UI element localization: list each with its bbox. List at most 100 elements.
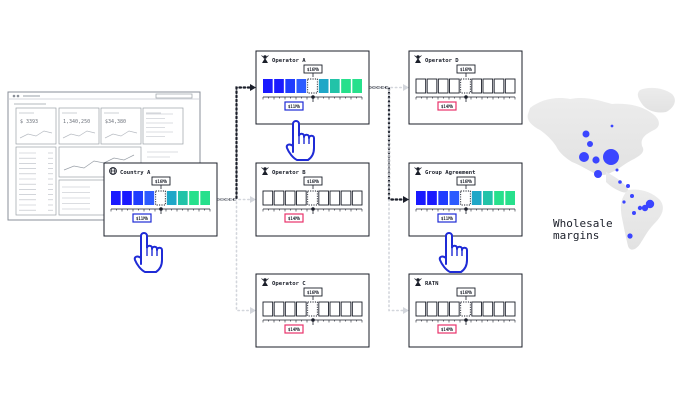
card-operator-a[interactable]: Operator A$16Mh$11Mh <box>255 50 370 125</box>
map-dot <box>632 211 636 215</box>
operator-icon <box>261 278 269 286</box>
bar-cell <box>415 78 427 94</box>
map-dot <box>579 152 589 162</box>
card-title: Operator C <box>272 281 306 287</box>
north-america-shape <box>527 97 659 175</box>
world-map: Wholesale margins <box>527 87 675 250</box>
operator-icon <box>261 55 269 63</box>
price-tag-value: $16Mh <box>307 67 320 72</box>
connector-country-a-to-operator-c <box>216 198 252 312</box>
bar-cell <box>483 191 493 205</box>
bar-cell <box>351 190 363 206</box>
margin-tag-value: $14Mh <box>441 104 454 109</box>
map-dot <box>587 141 593 147</box>
bar-cell <box>494 191 504 205</box>
bar-cell <box>416 191 426 205</box>
card-group-agreement[interactable]: Group Agreement$16Mh$11Mh <box>408 162 523 237</box>
bar-cell <box>166 191 177 205</box>
bar-cell <box>340 301 352 317</box>
connector-arrowhead <box>250 84 256 91</box>
pointer-hand-icon <box>438 232 468 273</box>
card-ratn[interactable]: RATN$16Mh$14Mh <box>408 273 523 348</box>
card-operator-c[interactable]: Operator C$16Mh$14Mh <box>255 273 370 348</box>
margin-tag <box>284 101 304 111</box>
bar-cell <box>426 301 438 317</box>
price-tag-value: $16Mh <box>460 67 473 72</box>
bar-cell <box>449 301 460 317</box>
bar-cell <box>144 191 155 205</box>
greenland-shape <box>637 87 675 113</box>
connector-operator-a-to-ratn <box>368 86 405 312</box>
map-dot <box>630 194 634 198</box>
bar-cell-selected <box>460 190 471 206</box>
bar-cell <box>504 78 516 94</box>
margin-tag <box>437 213 457 223</box>
card-operator-b[interactable]: Operator B$16Mh$14Mh <box>255 162 370 237</box>
bar-cell <box>318 79 329 93</box>
map-dot <box>594 170 602 178</box>
pointer-hand-icon <box>133 232 163 273</box>
map-dot <box>582 130 590 138</box>
card-title: Group Agreement <box>425 170 476 176</box>
margin-tag-value: $11Mh <box>136 216 149 221</box>
globe-icon <box>109 167 117 175</box>
bar-cell <box>296 301 307 317</box>
bar-cell <box>189 191 199 205</box>
bar-cell <box>330 79 340 93</box>
map-label-line1: Wholesale <box>553 217 613 230</box>
map-dot <box>615 168 619 172</box>
bar-cell <box>493 301 505 317</box>
bar-cell <box>352 79 362 93</box>
margin-tag <box>437 101 457 111</box>
bar-cell <box>471 191 482 205</box>
margin-tag <box>132 213 152 223</box>
kpi-card <box>15 107 57 145</box>
map-dot <box>622 200 626 204</box>
price-tag-value: $16Mh <box>155 179 168 184</box>
bar-cell-selected <box>307 301 318 317</box>
bar-cell <box>133 191 143 205</box>
map-dot <box>637 205 643 211</box>
bar-cell-selected <box>460 78 471 94</box>
card-operator-d[interactable]: Operator D$16Mh $14Mh <box>408 50 523 125</box>
margin-tag <box>284 324 304 334</box>
bar-cell <box>493 78 505 94</box>
connector-arrowhead <box>403 307 409 314</box>
map-dot <box>603 149 619 165</box>
bar-cell <box>178 191 188 205</box>
connector-arrowhead <box>250 307 256 314</box>
bar-cell <box>504 301 516 317</box>
kpi-value: $ 3393 <box>20 119 38 125</box>
card-title: Operator D <box>425 58 459 64</box>
bar-cell <box>427 191 437 205</box>
map-dot <box>645 199 655 209</box>
card-title: Operator A <box>272 58 306 64</box>
kpi-value: 1,340,250 <box>63 119 90 125</box>
operator-icon <box>414 278 422 286</box>
price-tag-value: $16Mh <box>307 290 320 295</box>
dashboard-line-chart <box>63 154 135 171</box>
dashboard-search-box <box>155 93 193 99</box>
map-label-line2: margins <box>553 229 599 242</box>
pointer-hand-icon <box>285 120 315 161</box>
kpi-card <box>142 107 184 145</box>
bar-cell <box>111 191 121 205</box>
bar-cell <box>415 301 427 317</box>
card-title: Country A <box>120 170 151 176</box>
kpi-card <box>100 107 142 145</box>
margin-tag-value: $14Mh <box>288 216 301 221</box>
central-america-shape <box>606 172 629 193</box>
map-dot <box>610 124 614 128</box>
dashboard-table-panel <box>58 179 106 216</box>
bar-cell <box>263 79 273 93</box>
bar-cell-selected <box>307 78 318 94</box>
margin-tag <box>284 213 304 223</box>
bar-cell <box>471 301 482 317</box>
card-country-a[interactable]: Country A $16Mh $11Mh <box>103 162 218 237</box>
operator-icon <box>261 167 269 175</box>
bar-cell <box>296 79 307 93</box>
map-dot <box>626 184 630 188</box>
margin-tag <box>437 324 457 334</box>
bar-cell-selected <box>155 190 166 206</box>
